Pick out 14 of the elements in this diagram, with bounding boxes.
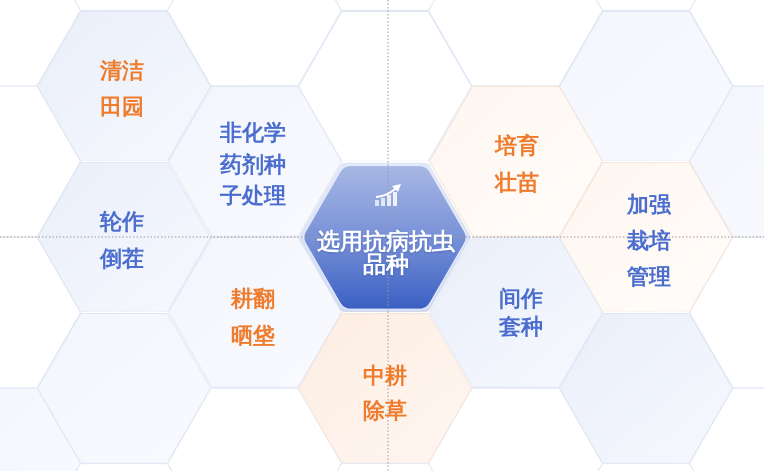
hexagon-tile [37, 162, 211, 312]
practice-text: 耕翻晒垡 [230, 286, 276, 352]
hexagon-tile [298, 312, 472, 464]
core-practice-text: 选用抗病抗虫品种 [316, 230, 456, 277]
practice-text: 中耕除草 [362, 363, 408, 426]
hexagon-tile [37, 10, 211, 162]
empty-hexagon-tile [298, 10, 472, 162]
practice-text: 间作套种 [498, 286, 544, 342]
practice-text: 轮作倒茬 [100, 209, 144, 274]
practice-text: 培育壮苗 [494, 132, 540, 198]
empty-hexagon-tile [559, 312, 733, 464]
practice-text: 加强栽培管理 [626, 192, 672, 292]
practice-text: 清洁田园 [100, 58, 144, 122]
practice-text: 非化学药剂种子处理 [220, 120, 286, 212]
